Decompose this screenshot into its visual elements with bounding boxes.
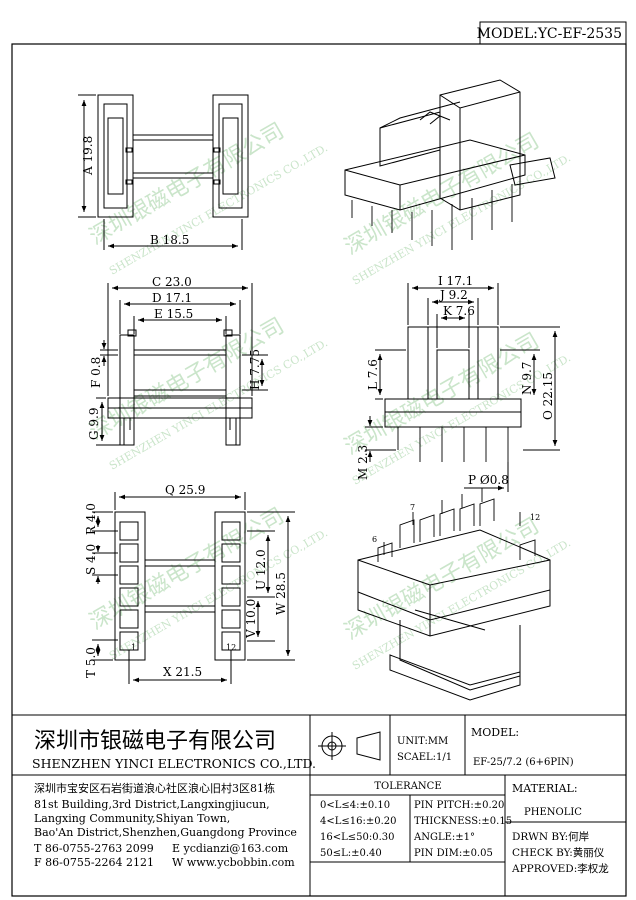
address-line-4: Bao'An District,Shenzhen,Guangdong Provi… xyxy=(34,826,297,839)
material-value: PHENOLIC xyxy=(524,807,582,818)
pin-label-12-bottom: 12 xyxy=(226,643,236,652)
drawn-by: DRWN BY:何岸 xyxy=(512,830,589,843)
dim-A: A 19.8 xyxy=(81,136,95,176)
company-name-cn: 深圳市银磁电子有限公司 xyxy=(34,729,276,754)
title-block-text: 深圳市银磁电子有限公司 SHENZHEN YINCI ELECTRONICS C… xyxy=(32,726,609,875)
email: E ycdianzi@163.com xyxy=(172,842,289,855)
dim-I: I 17.1 xyxy=(438,274,473,288)
iso-view-2 xyxy=(357,488,551,701)
dim-L: L 7.6 xyxy=(366,359,380,390)
dim-M: M 2.3 xyxy=(356,445,370,480)
dim-J: J 9.2 xyxy=(438,288,468,302)
model-value: EF-25/7.2 (6+6PIN) xyxy=(473,757,574,768)
address-line-3: Langxing Community,Shiyan Town, xyxy=(34,812,230,825)
dim-O: O 22.15 xyxy=(541,372,555,420)
dim-F: F 0.8 xyxy=(89,357,103,388)
tolerance-right-4: PIN DIM:±0.05 xyxy=(414,848,493,859)
pin-label-1: 1 xyxy=(131,643,136,652)
dim-Q: Q 25.9 xyxy=(165,483,205,497)
pin-labels: 6 7 12 1 12 xyxy=(131,503,540,652)
pin-label-12: 12 xyxy=(530,513,540,522)
side-view xyxy=(365,283,560,492)
dimension-labels: A 19.8 B 18.5 C 23.0 D 17.1 E 15.5 F 0.8… xyxy=(81,136,555,679)
website: W www.ycbobbin.com xyxy=(172,856,295,869)
model-label: MODEL: xyxy=(471,726,519,739)
dim-U: U 12.0 xyxy=(254,549,268,590)
dim-V: V 10.0 xyxy=(244,599,258,639)
tel: T 86-0755-2763 2099 xyxy=(34,842,154,855)
pin-label-6: 6 xyxy=(372,535,377,544)
dim-C: C 23.0 xyxy=(152,275,192,289)
fax: F 86-0755-2264 2121 xyxy=(34,856,154,869)
sheet-border xyxy=(11,43,627,897)
unit: UNIT:MM xyxy=(397,736,448,747)
check-by: CHECK BY:黄丽仪 xyxy=(512,846,605,859)
dim-E: E 15.5 xyxy=(154,307,193,321)
dim-K: K 7.6 xyxy=(443,304,475,318)
model-header: MODEL:YC-EF-2535 xyxy=(477,26,622,42)
top-view xyxy=(78,94,249,250)
bottom-view xyxy=(92,492,295,684)
dim-D: D 17.1 xyxy=(152,291,192,305)
address-line-2: 81st Building,3rd District,Langxingjiucu… xyxy=(34,798,270,811)
material-label: MATERIAL: xyxy=(512,782,578,795)
tolerance-left-3: 16<L≤50:0.30 xyxy=(320,832,394,843)
pin-pads-right xyxy=(221,521,241,651)
tolerance-right-1: PIN PITCH:±0.20 xyxy=(414,800,504,811)
iso-view-1 xyxy=(344,79,556,250)
scale: SCAEL:1/1 xyxy=(397,752,452,763)
tolerance-right-3: ANGLE:±1° xyxy=(413,832,475,843)
dim-T: T 5.0 xyxy=(84,647,98,678)
dim-W: W 28.5 xyxy=(274,572,288,615)
tolerance-left-4: 50≤L:±0.40 xyxy=(320,848,382,859)
tolerance-right-2: THICKNESS:±0.15 xyxy=(414,816,512,827)
tolerance-left-1: 0<L≤4:±0.10 xyxy=(320,800,390,811)
dim-G: G 9.9 xyxy=(87,408,101,440)
dim-H: H 7.75 xyxy=(248,349,262,390)
approved-by: APPROVED:李权龙 xyxy=(511,862,609,875)
address-line-1: 深圳市宝安区石岩街道浪心社区浪心旧村3区81栋 xyxy=(34,781,275,795)
dim-N: N 9.7 xyxy=(520,362,534,395)
dim-B: B 18.5 xyxy=(150,233,189,247)
tolerance-left-2: 4<L≤16:±0.20 xyxy=(320,816,397,827)
tolerance-title: TOLERANCE xyxy=(374,781,441,792)
dim-S: S 4.0 xyxy=(84,544,98,575)
company-name-en: SHENZHEN YINCI ELECTRONICS CO.,LTD. xyxy=(32,756,316,771)
pin-label-7: 7 xyxy=(410,503,415,512)
dim-P: P Ø0.8 xyxy=(468,473,509,487)
dim-R: R 4.0 xyxy=(84,503,98,535)
dim-X: X 21.5 xyxy=(163,665,202,679)
title-block xyxy=(12,714,626,896)
front-view xyxy=(96,283,268,446)
